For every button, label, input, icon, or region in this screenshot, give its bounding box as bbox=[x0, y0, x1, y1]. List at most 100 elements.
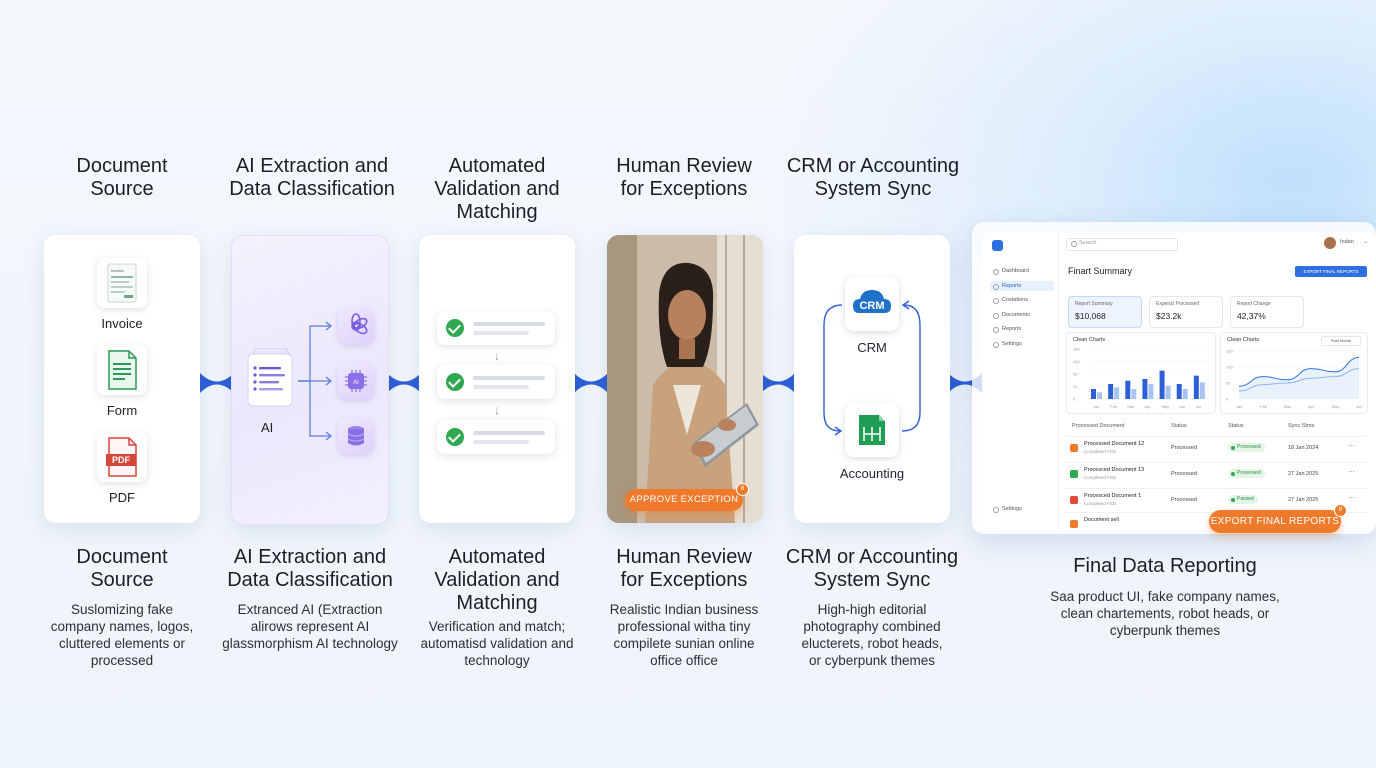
more-icon[interactable]: ⋯ bbox=[1348, 469, 1355, 476]
accounting-label: Accounting bbox=[839, 466, 905, 481]
form-label: Form bbox=[106, 403, 138, 418]
x-tick-label: Apr bbox=[1308, 404, 1315, 409]
dashboard-title: Finart Summary bbox=[1068, 266, 1133, 276]
step-3-description: Verification and match; automatisd valid… bbox=[420, 619, 574, 668]
sidebar-item-settings[interactable]: Settings bbox=[990, 339, 1054, 349]
document-icon bbox=[1070, 520, 1078, 528]
crm-label: CRM bbox=[857, 340, 887, 355]
pdf-label: PDF bbox=[109, 490, 135, 505]
y-tick-label: 100 bbox=[1226, 365, 1233, 370]
app-logo-icon bbox=[992, 240, 1003, 251]
search-input[interactable]: Search bbox=[1066, 238, 1178, 251]
form-document-icon bbox=[97, 345, 147, 395]
chevron-down-icon: ⌄ bbox=[1363, 239, 1369, 245]
sidebar-item-dashboard[interactable]: Dashboard bbox=[990, 266, 1054, 276]
form-item[interactable]: Form bbox=[44, 345, 200, 418]
step-5-description: High-high editorial photography combined… bbox=[801, 602, 943, 668]
accounting-spreadsheet-icon[interactable] bbox=[845, 403, 899, 457]
status-badge: Processed bbox=[1228, 469, 1265, 478]
step-5-bottom-title: CRM or Accounting System Sync bbox=[785, 546, 959, 591]
sidebar-settings-bottom[interactable]: Settings bbox=[990, 504, 1054, 514]
y-tick-label: 50 bbox=[1073, 372, 1078, 377]
x-tick-label: Mar bbox=[1284, 404, 1292, 409]
more-icon[interactable]: ⋯ bbox=[1348, 443, 1355, 450]
connector-5 bbox=[948, 373, 982, 393]
step-2-bottom-title: AI Extraction and Data Classification bbox=[227, 546, 393, 591]
validation-check-row-1 bbox=[437, 311, 555, 345]
document-icon bbox=[1070, 444, 1078, 452]
connector-4 bbox=[761, 373, 795, 393]
ai-extraction-card: AI AI bbox=[231, 235, 389, 525]
series-line bbox=[1238, 356, 1360, 387]
sidebar-item-costations[interactable]: Costations bbox=[990, 295, 1054, 305]
stat-report-summary[interactable]: Report Summary$10,068 bbox=[1068, 296, 1142, 328]
x-tick-label: Apr bbox=[1144, 404, 1151, 409]
down-arrow-icon: ↓ bbox=[494, 349, 500, 363]
sidebar-item-documents[interactable]: Documents bbox=[990, 310, 1054, 320]
bar bbox=[1097, 392, 1102, 399]
dashboard-sidebar: Dashboard Reports Costations Documents R… bbox=[982, 232, 1059, 530]
step-6-bottom-title: Final Data Reporting bbox=[1073, 555, 1257, 577]
invoice-label: Invoice bbox=[101, 316, 143, 331]
approve-exception-button[interactable]: APPROVE EXCEPTION bbox=[625, 489, 743, 511]
y-tick-label: 0 bbox=[1073, 397, 1076, 402]
search-icon bbox=[1071, 241, 1077, 247]
ai-label: AI bbox=[261, 420, 274, 435]
y-tick-label: 100 bbox=[1073, 359, 1080, 364]
sidebar-item-reports[interactable]: Reports bbox=[990, 281, 1054, 291]
human-review-card: APPROVE EXCEPTION 8 bbox=[607, 235, 763, 523]
invoice-item[interactable]: Invoice Invoice bbox=[44, 258, 200, 331]
validation-check-row-2 bbox=[437, 365, 555, 399]
y-tick-label: 150 bbox=[1226, 349, 1233, 354]
step-2-description: Extranced AI (Extraction alirows represe… bbox=[222, 602, 398, 651]
avatar bbox=[1324, 237, 1336, 249]
y-tick-label: 50 bbox=[1226, 381, 1231, 386]
more-icon[interactable]: ⋯ bbox=[1348, 495, 1355, 502]
bar bbox=[1159, 370, 1165, 399]
series-line bbox=[1238, 368, 1360, 392]
export-final-reports-top-button[interactable]: EXPORT FINAL REPORTS bbox=[1295, 266, 1367, 277]
professional-woman-photo bbox=[607, 235, 763, 523]
status-badge: Passed bbox=[1228, 495, 1258, 504]
validation-check-row-3 bbox=[437, 420, 555, 454]
step-6-description: Saa product UI, fake company names, clea… bbox=[1050, 589, 1280, 638]
x-tick-label: Feb bbox=[1260, 404, 1268, 409]
export-final-reports-button[interactable]: EXPORT FINAL REPORTS bbox=[1209, 510, 1341, 533]
table-header: Processed Document Status Status Sync St… bbox=[1072, 423, 1315, 429]
pdf-item[interactable]: PDF PDF bbox=[44, 432, 200, 505]
x-tick-label: May bbox=[1332, 404, 1340, 409]
y-tick-label: 0 bbox=[1226, 397, 1229, 402]
sidebar-item-reports-2[interactable]: Reports bbox=[990, 324, 1054, 334]
check-icon bbox=[446, 319, 464, 337]
x-tick-label: Jul bbox=[1196, 404, 1201, 409]
bar bbox=[1165, 385, 1171, 399]
svg-text:PDF: PDF bbox=[112, 455, 131, 465]
step-4-top-title: Human Review for Exceptions bbox=[616, 155, 752, 200]
bar bbox=[1131, 389, 1137, 399]
user-menu[interactable]: Indan ⌄ bbox=[1312, 237, 1372, 249]
bar bbox=[1091, 389, 1096, 399]
y-tick-label: 150 bbox=[1073, 347, 1080, 352]
area-fill bbox=[1239, 357, 1359, 399]
connector-2 bbox=[387, 373, 421, 393]
bar bbox=[1125, 380, 1131, 399]
bar bbox=[1182, 389, 1188, 399]
bar-chart-title: Clean Charts bbox=[1073, 337, 1106, 343]
svg-text:CRM: CRM bbox=[859, 300, 884, 312]
line-chart-title: Clean Charts bbox=[1227, 337, 1260, 343]
step-4-bottom-title: Human Review for Exceptions bbox=[616, 546, 752, 591]
step-4-description: Realistic Indian business professional w… bbox=[609, 602, 759, 668]
crm-icon[interactable]: CRM bbox=[845, 277, 899, 331]
document-icon bbox=[1070, 496, 1078, 504]
ai-document-icon bbox=[246, 347, 296, 414]
stat-expenses-processed[interactable]: Expenst Processed$23.2k bbox=[1149, 296, 1223, 328]
export-notification-badge: 8 bbox=[1334, 504, 1347, 517]
down-arrow-icon: ↓ bbox=[494, 403, 500, 417]
step-2-top-title: AI Extraction and Data Classification bbox=[229, 155, 395, 200]
period-filter-select[interactable]: Past Month bbox=[1321, 336, 1361, 346]
